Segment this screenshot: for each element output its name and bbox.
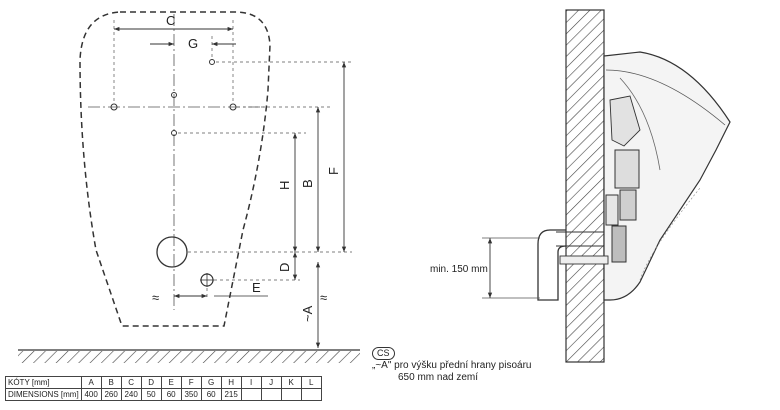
col-l: L [300, 376, 322, 389]
col-c: C [120, 376, 142, 389]
urinal-outline [79, 11, 271, 327]
val-e: 60 [160, 388, 182, 401]
val-k [280, 388, 302, 401]
dim-label-c: C [166, 13, 175, 28]
dim-label-g: G [188, 36, 198, 51]
col-b: B [100, 376, 122, 389]
valve-unit [614, 149, 640, 189]
dim-label-b: B [300, 179, 315, 188]
drain-hole [156, 236, 188, 268]
outlet-pipe [537, 229, 567, 301]
val-f: 350 [180, 388, 202, 401]
val-g: 60 [200, 388, 222, 401]
approx-mark: ≈ [320, 290, 327, 305]
floor-hatch [18, 351, 360, 363]
dim-label-a: ~A [300, 305, 315, 322]
val-j [260, 388, 282, 401]
table-row-head-koty: KÓTY [mm] [5, 376, 82, 389]
hole-center-top [171, 92, 177, 98]
language-note: CS „~A" pro výšku přední hrany pisoáru 6… [372, 347, 531, 384]
side-view: min. 150 mm [430, 9, 731, 363]
col-g: G [200, 376, 222, 389]
table-row-head-dimensions: DIMENSIONS [mm] [5, 388, 82, 401]
hole-right [229, 103, 237, 111]
col-f: F [180, 376, 202, 389]
col-h: H [220, 376, 242, 389]
val-d: 50 [140, 388, 162, 401]
table-header-row: KÓTY [mm] A B C D E F G H I J K L [5, 376, 322, 389]
approx-mark-left: ≈ [152, 290, 159, 305]
col-e: E [160, 376, 182, 389]
col-a: A [80, 376, 102, 389]
dim-label-f: F [326, 167, 341, 175]
min-150-label: min. 150 mm [430, 264, 488, 275]
note-line-1: „~A" pro výšku přední hrany pisoáru [372, 360, 532, 371]
note-line-2: 650 mm nad zemí [398, 372, 479, 383]
hole-left [110, 103, 118, 111]
language-badge: CS [372, 347, 395, 360]
col-d: D [140, 376, 162, 389]
front-view: C G H B F D E ~A ≈ ≈ [18, 11, 360, 363]
hole-g [209, 59, 215, 65]
val-a: 400 [80, 388, 102, 401]
col-k: K [280, 376, 302, 389]
val-i [240, 388, 262, 401]
val-h: 215 [220, 388, 242, 401]
dim-label-e: E [252, 280, 261, 295]
val-c: 240 [120, 388, 142, 401]
hole-h [171, 130, 177, 136]
table-values-row: DIMENSIONS [mm] 400 260 240 50 60 350 60… [5, 388, 322, 401]
col-i: I [240, 376, 262, 389]
dim-label-d: D [277, 263, 292, 272]
val-b: 260 [100, 388, 122, 401]
col-j: J [260, 376, 282, 389]
dim-label-h: H [277, 181, 292, 190]
val-l [300, 388, 322, 401]
dimensions-table: KÓTY [mm] A B C D E F G H I J K L DIMENS… [5, 376, 322, 401]
wall-section [565, 9, 605, 363]
